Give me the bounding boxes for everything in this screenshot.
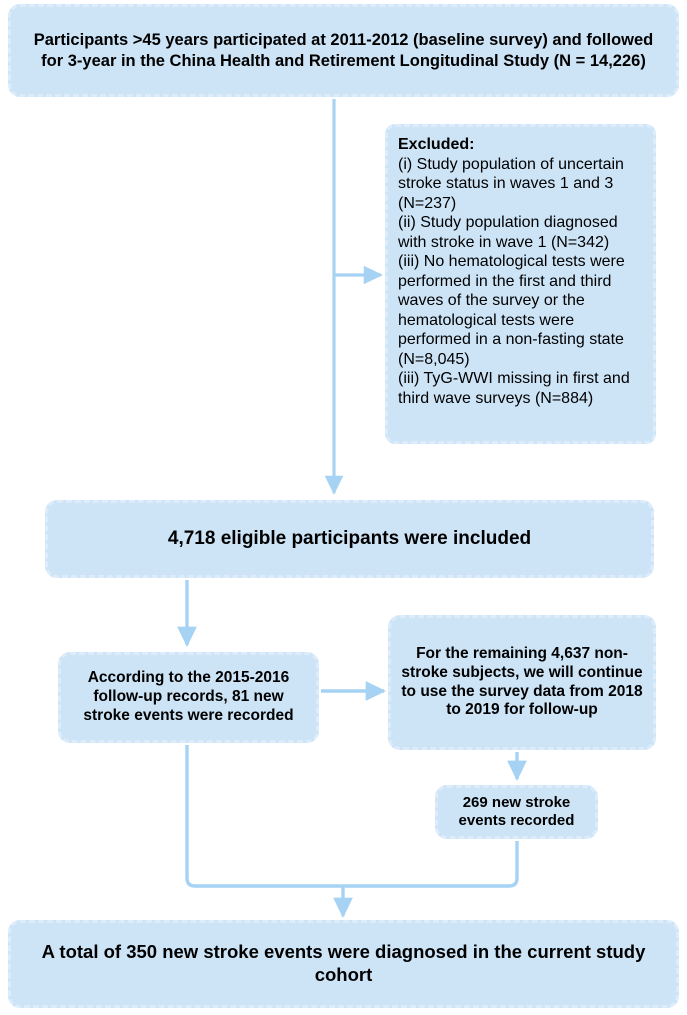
node-new-stroke-269: 269 new stroke events recorded [435, 785, 598, 839]
node-followup-2015-2016: According to the 2015-2016 follow-up rec… [58, 652, 319, 743]
node-excluded-criteria: Excluded: (i) Study population of uncert… [385, 124, 656, 444]
node-remaining-nonstroke: For the remaining 4,637 non-stroke subje… [388, 615, 656, 750]
node-eligible-participants: 4,718 eligible participants were include… [45, 500, 654, 578]
node-total-stroke-events-text: A total of 350 new stroke events were di… [41, 941, 646, 985]
edge-new269-merge-leg [343, 841, 519, 888]
node-excluded-title: Excluded: [398, 136, 475, 153]
node-remaining-nonstroke-text: For the remaining 4,637 non-stroke subje… [401, 644, 643, 719]
node-excluded-list: (i) Study population of uncertain stroke… [398, 155, 630, 407]
node-eligible-participants-text: 4,718 eligible participants were include… [167, 528, 532, 550]
node-total-stroke-events: A total of 350 new stroke events were di… [8, 920, 679, 1008]
node-followup-2015-2016-text: According to the 2015-2016 follow-up rec… [83, 669, 294, 724]
node-new-stroke-269-text: 269 new stroke events recorded [458, 793, 575, 829]
edge-followup2015-merge-leg [185, 745, 343, 888]
node-baseline-cohort: Participants >45 years participated at 2… [8, 4, 679, 97]
node-baseline-cohort-text: Participants >45 years participated at 2… [33, 31, 654, 70]
